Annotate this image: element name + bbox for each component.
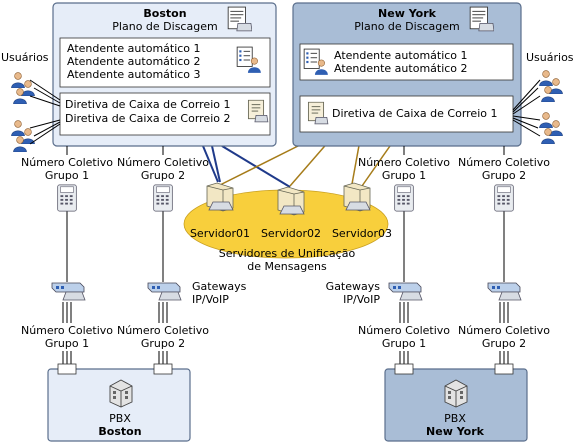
boston-dial-plan-label: Plano de Discagem: [112, 20, 217, 33]
pbx-icon: [444, 379, 468, 408]
user-icon: [13, 88, 27, 104]
hunt-group-label: Número Coletivo: [358, 324, 450, 337]
hunt-group-label: Número Coletivo: [458, 324, 550, 337]
users-label-right: Usuários: [526, 51, 573, 64]
user-icon: [21, 80, 35, 96]
hunt-group-label: Número Coletivo: [117, 324, 209, 337]
newyork-server-link: [217, 139, 311, 187]
um-servers-title-line2: de Mensagens: [247, 260, 327, 273]
newyork-dial-plan-label: Plano de Discagem: [354, 20, 459, 33]
gateways-label-left-1: Gateways: [192, 280, 247, 293]
gateway-icon: [388, 282, 423, 301]
newyork-users: Usuários: [512, 51, 573, 144]
user-icon: [21, 128, 35, 144]
newyork-title: New York: [378, 7, 437, 20]
um-servers-title-line1: Servidores de Unificação: [219, 247, 356, 260]
newyork-attendants-box: [299, 43, 514, 81]
pbx-port: [153, 363, 173, 375]
um-servers: Servidor01 Servidor02 Servidor03 Servido…: [183, 182, 392, 273]
boston-pbx-name: Boston: [98, 425, 141, 438]
gateways: Gateways IP/VoIP Gateways IP/VoIP: [51, 280, 522, 306]
desk-phone-icon: [394, 184, 414, 212]
newyork-attendant-1: Atendente automático 1: [334, 49, 468, 62]
server-icon: [206, 182, 234, 212]
server-links: [187, 109, 391, 188]
user-icon: [541, 128, 555, 144]
gateways-label-left-2: IP/VoIP: [192, 293, 229, 306]
server-1-label: Servidor01: [190, 227, 250, 240]
boston-users: Usuários: [1, 51, 61, 152]
newyork-pbx: PBX New York: [384, 363, 528, 442]
boston-pbx-label: PBX: [109, 412, 131, 425]
newyork-dial-plan: New York Plano de Discagem Atendente aut…: [292, 2, 522, 147]
server-3-label: Servidor03: [332, 227, 392, 240]
user-icon: [11, 72, 25, 88]
gateway-icon: [487, 282, 522, 301]
hunt-group-number: Grupo 1: [45, 169, 89, 182]
newyork-server-link: [361, 145, 391, 187]
newyork-server-link: [351, 139, 361, 185]
hunt-group-label: Número Coletivo: [21, 324, 113, 337]
gateway-icon: [147, 282, 182, 301]
boston-title: Boston: [143, 7, 186, 20]
boston-attendant-1: Atendente automático 1: [67, 42, 201, 55]
server-icon: [277, 186, 305, 216]
boston-server-link: [211, 145, 221, 183]
newyork-policies-box: [299, 95, 514, 133]
pbx-port: [57, 363, 77, 375]
user-icon: [539, 70, 553, 86]
hunt-group-number: Grupo 2: [482, 337, 526, 350]
hunt-group-number: Grupo 1: [382, 169, 426, 182]
boston-attendants-box: [59, 37, 271, 88]
desk-phone-icon: [153, 184, 173, 212]
gateways-label-right-2: IP/VoIP: [343, 293, 380, 306]
boston-policies-box: [59, 92, 271, 136]
newyork-pbx-name: New York: [426, 425, 485, 438]
server-2-label: Servidor02: [261, 227, 321, 240]
user-icon: [549, 120, 563, 136]
hunt-groups-bottom: Número Coletivo Grupo 1 Número Coletivo …: [18, 323, 555, 351]
gateway-icon: [51, 282, 86, 301]
boston-policy-1: Diretiva de Caixa de Correio 1: [65, 98, 230, 111]
trunk-lines: [66, 146, 505, 282]
hunt-group-label: Número Coletivo: [21, 156, 113, 169]
boston-pbx: PBX Boston: [47, 363, 191, 442]
hunt-group-label: Número Coletivo: [117, 156, 209, 169]
newyork-attendant-2: Atendente automático 2: [334, 62, 468, 75]
pbx-port: [494, 363, 514, 375]
pbx-port: [394, 363, 414, 375]
desk-phone-icon: [494, 184, 514, 212]
hunt-group-number: Grupo 1: [45, 337, 89, 350]
newyork-server-link: [289, 139, 331, 187]
user-icon: [11, 120, 25, 136]
hunt-groups-top: Número Coletivo Grupo 1 Número Coletivo …: [21, 156, 550, 212]
hunt-group-label: Número Coletivo: [358, 156, 450, 169]
users-label-left: Usuários: [1, 51, 49, 64]
hunt-group-number: Grupo 1: [382, 337, 426, 350]
newyork-pbx-label: PBX: [444, 412, 466, 425]
hunt-group-number: Grupo 2: [141, 337, 185, 350]
desk-phone-icon: [57, 184, 77, 212]
hunt-group-number: Grupo 2: [141, 169, 185, 182]
boston-policy-2: Diretiva de Caixa de Correio 2: [65, 112, 230, 125]
newyork-policy-1: Diretiva de Caixa de Correio 1: [332, 107, 497, 120]
user-icon: [549, 78, 563, 94]
hunt-group-label: Número Coletivo: [458, 156, 550, 169]
gateways-label-right-1: Gateways: [326, 280, 381, 293]
server-icon: [343, 182, 371, 212]
boston-dial-plan: Boston Plano de Discagem Atendente autom…: [52, 2, 277, 147]
pbx-icon: [109, 379, 133, 408]
user-icon: [13, 136, 27, 152]
user-icon: [539, 112, 553, 128]
boston-attendant-3: Atendente automático 3: [67, 68, 201, 81]
boston-attendant-2: Atendente automático 2: [67, 55, 201, 68]
hunt-group-number: Grupo 2: [482, 169, 526, 182]
user-icon: [541, 86, 555, 102]
